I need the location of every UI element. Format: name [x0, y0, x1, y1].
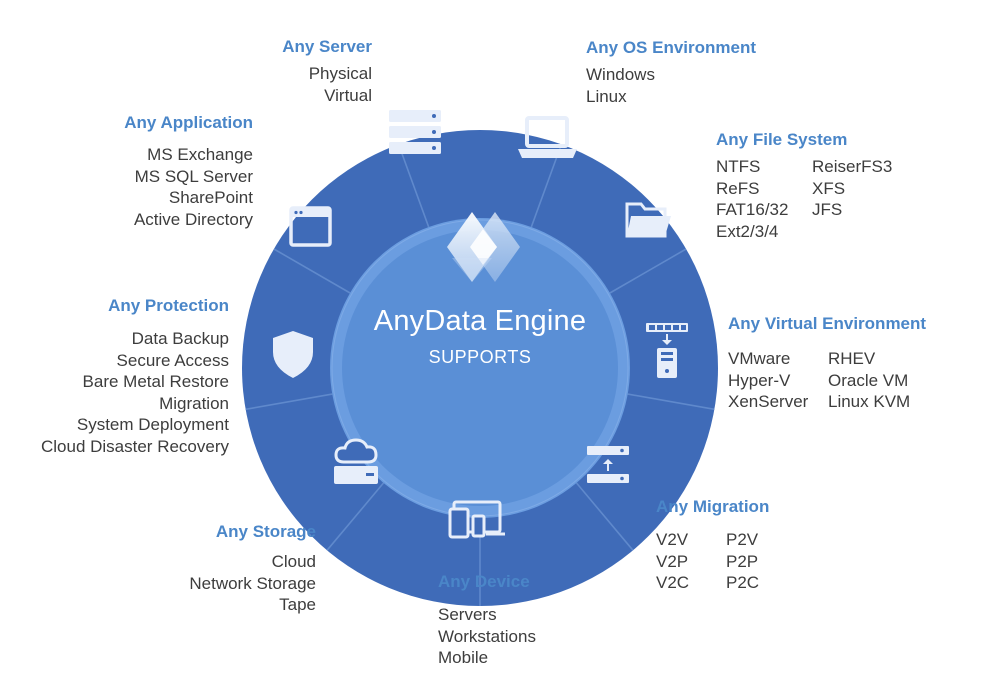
list-item: Active Directory [133, 209, 253, 229]
list-item: Tape [279, 595, 316, 614]
list-item: V2C [656, 573, 690, 592]
list-item: ReFS [716, 178, 760, 198]
list-item: Linux KVM [828, 392, 911, 411]
segment-title: Any Protection [108, 296, 229, 315]
list-item: P2C [726, 573, 760, 592]
list-item: ReiserFS3 [812, 157, 893, 176]
list-item: RHEV [828, 349, 876, 368]
segment-divider [273, 248, 351, 294]
segment-divider [245, 393, 333, 411]
list-item: Data Backup [131, 329, 229, 348]
list-item: Windows [586, 65, 655, 84]
list-item: Network Storage [189, 573, 316, 593]
virtual-machine-icon [646, 323, 688, 378]
list-item: Ext2/3/4 [716, 221, 779, 241]
segment-virtual: Any Virtual Environment VMware Hyper-V X… [728, 313, 926, 413]
list-item: Hyper-V [728, 370, 791, 390]
segment-divider [326, 482, 385, 551]
list-item: V2V [656, 530, 689, 549]
segment-title: Any Virtual Environment [728, 314, 927, 333]
segment-server: Any Server Physical Virtual [200, 36, 372, 106]
list-item: System Deployment [76, 415, 229, 434]
list-item: XFS [812, 178, 846, 198]
list-item: Workstations [438, 626, 536, 646]
list-item: V2P [656, 551, 689, 571]
list-item: MS Exchange [147, 145, 253, 164]
segment-title: Any OS Environment [586, 38, 757, 57]
list-item: Oracle VM [828, 370, 909, 390]
segment-application: Any Application MS Exchange MS SQL Serve… [80, 112, 253, 230]
segment-protection: Any Protection Data Backup Secure Access… [20, 295, 229, 457]
list-item: Migration [159, 393, 229, 413]
list-item: Mobile [438, 648, 489, 667]
inner-circle [342, 230, 618, 506]
server-icon [389, 110, 441, 154]
segment-title: Any Server [282, 37, 372, 56]
cloud-storage-icon [334, 438, 378, 484]
folder-icon [625, 202, 671, 238]
segment-storage: Any Storage Cloud Network Storage Tape [140, 521, 316, 616]
segment-divider [609, 248, 687, 294]
list-item: Virtual [324, 85, 372, 105]
supports-label: SUPPORTS [428, 347, 532, 367]
app-window-icon [289, 206, 332, 247]
segment-title: Any Migration [656, 497, 770, 516]
list-item: P2P [726, 551, 759, 571]
list-item: Physical [308, 64, 372, 83]
devices-icon [448, 500, 505, 539]
list-item: P2V [726, 530, 759, 549]
segment-dividers [245, 144, 715, 606]
segment-title: Any Storage [215, 522, 316, 541]
segment-title: Any File System [716, 130, 848, 149]
list-item: NTFS [716, 157, 761, 176]
list-item: SharePoint [168, 188, 253, 207]
engine-title: AnyData Engine [373, 305, 587, 337]
list-item: XenServer [728, 392, 809, 411]
laptop-icon [518, 116, 577, 158]
list-item: Linux [586, 86, 627, 106]
segment-migration: Any Migration V2V V2P V2C P2V P2P P2C [656, 496, 769, 594]
list-item: MS SQL Server [134, 166, 253, 186]
list-item: VMware [728, 349, 791, 368]
segment-divider [397, 144, 430, 228]
list-item: JFS [812, 200, 843, 219]
list-item: Cloud Disaster Recovery [40, 436, 229, 456]
list-item: Secure Access [116, 350, 229, 370]
segment-title: Any Application [124, 113, 253, 132]
list-item: Cloud [271, 552, 316, 571]
list-item: Bare Metal Restore [82, 372, 229, 391]
segment-divider [575, 482, 634, 551]
segment-divider [530, 144, 563, 228]
segment-device: Any Device Servers Workstations Mobile [438, 571, 536, 669]
segment-os: Any OS Environment Windows Linux [586, 37, 756, 107]
segment-divider [627, 393, 715, 411]
anydata-logo [447, 212, 520, 282]
shield-icon [273, 331, 313, 378]
list-item: Servers [438, 605, 497, 624]
segment-title: Any Device [438, 572, 530, 591]
segment-filesystem: Any File System NTFS ReFS FAT16/32 Ext2/… [716, 129, 892, 242]
migration-icon [587, 446, 629, 483]
list-item: FAT16/32 [716, 200, 789, 219]
